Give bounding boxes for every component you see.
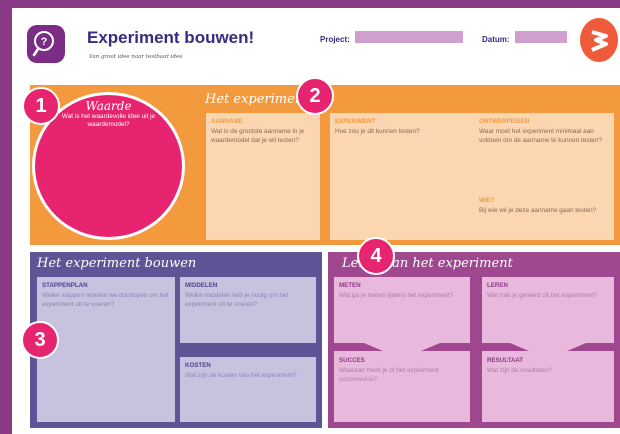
- leren-title: LEREN: [487, 282, 508, 289]
- ontwerpeisen-title: ONTWERPEISEN: [479, 118, 530, 125]
- stappenplan-card[interactable]: STAPPENPLAN Welke stappen moeten we door…: [37, 277, 175, 422]
- project-field[interactable]: [355, 31, 463, 43]
- step-badge-1: 1: [22, 87, 60, 125]
- experiment-text: Hoe zou je dit kunnen testen?: [335, 128, 420, 136]
- leren-text: Wat heb je geleerd uit het experiment?: [487, 292, 597, 300]
- aanname-text: Wat is de grootste aanname in je waardem…: [211, 128, 305, 144]
- experiment-title: EXPERIMENT: [335, 118, 376, 125]
- stappenplan-title: STAPPENPLAN: [42, 282, 88, 289]
- middelen-card[interactable]: MIDDELEN Welke middelen heb je nodig om …: [180, 277, 316, 343]
- meten-card[interactable]: METEN Wat ga je meten tijdens het experi…: [334, 277, 470, 343]
- svg-text:?: ?: [41, 36, 48, 48]
- succes-card[interactable]: SUCCES Waaraan merk je of het experiment…: [334, 351, 470, 422]
- experiment-card[interactable]: EXPERIMENT Hoe zou je dit kunnen testen?…: [330, 113, 614, 240]
- aanname-card[interactable]: AANNAME Wat is de grootste aanname in je…: [206, 113, 320, 240]
- resultaat-card[interactable]: RESULTAAT Wat zijn de resultaten?: [482, 351, 614, 422]
- experiment-heading: Het experiment: [205, 92, 309, 107]
- succes-title: SUCCES: [339, 357, 365, 364]
- page-title: Experiment bouwen!: [87, 28, 255, 47]
- date-field[interactable]: [515, 31, 567, 43]
- resultaat-title: RESULTAAT: [487, 357, 524, 364]
- bouwen-heading: Het experiment bouwen: [37, 256, 197, 271]
- kosten-card[interactable]: KOSTEN Wat zijn de kosten van het experi…: [180, 357, 316, 422]
- leren-card[interactable]: LEREN Wat heb je geleerd uit het experim…: [482, 277, 614, 343]
- date-label: Datum:: [482, 35, 510, 44]
- middelen-text: Welke middelen heb je nodig om het exper…: [185, 292, 289, 308]
- project-label: Project:: [320, 35, 350, 44]
- resultaat-text: Wat zijn de resultaten?: [487, 367, 552, 375]
- waarde-text: Wat is het waardevolle idee uit je waard…: [61, 113, 156, 129]
- succes-text: Waaraan merk je of het experiment succes…: [339, 367, 439, 383]
- kosten-title: KOSTEN: [185, 362, 211, 369]
- waarde-circle[interactable]: Waarde Wat is het waardevolle idee uit j…: [32, 92, 185, 240]
- brand-mark-icon: [580, 18, 618, 62]
- step-badge-3: 3: [21, 321, 59, 359]
- step-badge-2: 2: [296, 77, 334, 115]
- meten-title: METEN: [339, 282, 361, 289]
- lightbulb-question-icon: ?: [27, 25, 65, 63]
- step-badge-4: 4: [357, 237, 395, 275]
- ontwerpeisen-text: Waar moet het experiment minimaal aan vo…: [479, 128, 602, 144]
- aanname-title: AANNAME: [211, 118, 243, 125]
- wie-text: Bij wie wil je deze aanname gaan testen?: [479, 207, 597, 215]
- page-subtitle: Van groot idee naar testbaar idee: [89, 54, 183, 60]
- kosten-text: Wat zijn de kosten van het experiment?: [185, 372, 297, 380]
- stappenplan-text: Welke stappen moeten we doorlopen om het…: [42, 292, 169, 308]
- meten-text: Wat ga je meten tijdens het experiment?: [339, 292, 454, 300]
- wie-title: WIE?: [479, 197, 495, 204]
- waarde-title: Waarde: [85, 99, 132, 113]
- middelen-title: MIDDELEN: [185, 282, 218, 289]
